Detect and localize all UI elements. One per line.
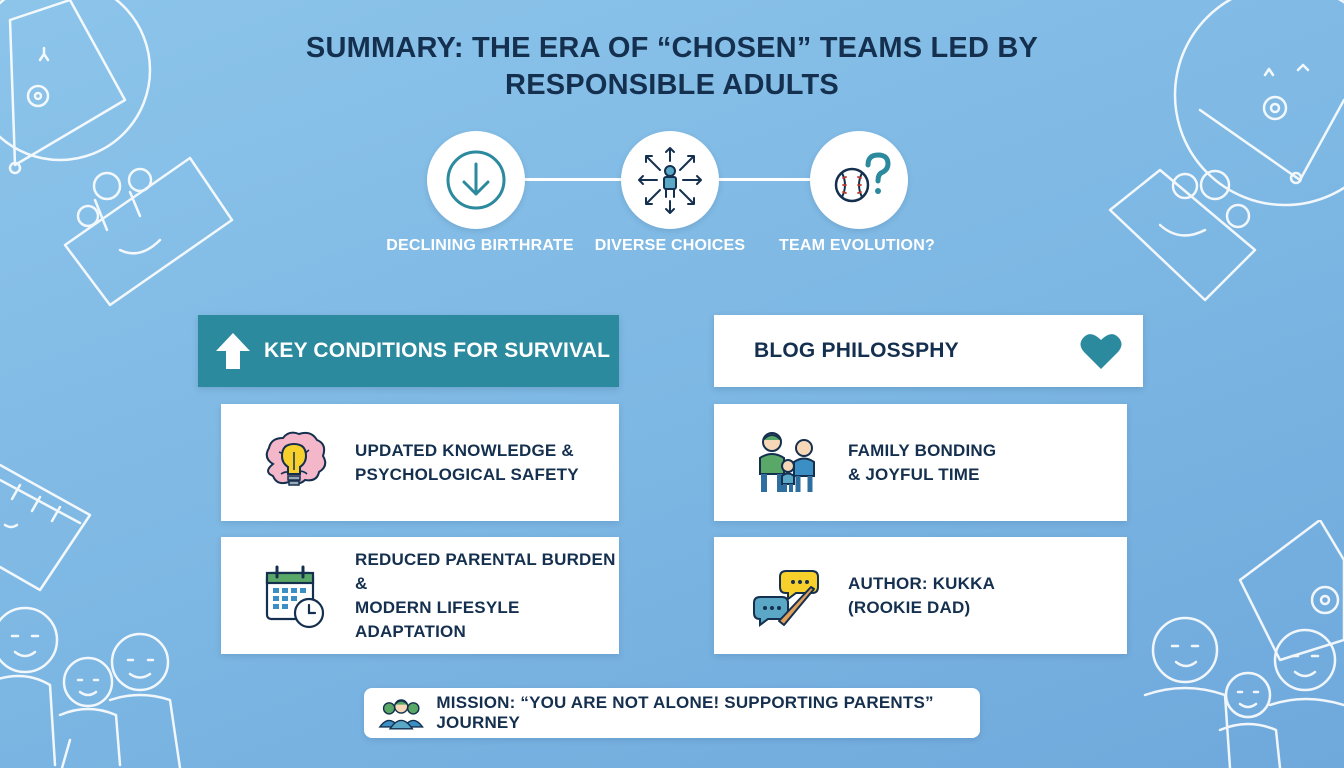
decor-bottom-left xyxy=(0,606,182,768)
group-icon xyxy=(378,699,424,730)
baseball-question-icon xyxy=(834,152,891,203)
chat-bat-icon xyxy=(753,569,819,627)
step-label-team-evolution: TEAM EVOLUTION? xyxy=(779,237,935,254)
philosophy-text-family: FAMILY BONDING & JOYFUL TIME xyxy=(848,439,996,487)
calendar-clock-icon xyxy=(265,565,325,628)
philosophy-family-line-2: & JOYFUL TIME xyxy=(848,464,980,484)
heart-icon xyxy=(1080,334,1122,369)
mission-text: MISSION: “YOU ARE NOT ALONE! SUPPORTING … xyxy=(436,693,934,732)
key-conditions-banner: KEY CONDITIONS FOR SURVIVAL xyxy=(198,315,619,387)
step-circle-diverse-choices xyxy=(621,131,719,229)
philosophy-author-line-1: AUTHOR: KUKKA xyxy=(848,573,996,593)
condition-card-burden: REDUCED PARENTAL BURDEN & MODERN LIFESYL… xyxy=(221,537,619,654)
philosophy-card-family: FAMILY BONDING & JOYFUL TIME xyxy=(714,404,1127,521)
decor-top-left xyxy=(0,0,234,307)
brain-lightbulb-icon xyxy=(265,431,327,486)
step-label-declining-birthrate: DECLINING BIRTHRATE xyxy=(386,237,574,254)
step-connector-2 xyxy=(716,178,812,181)
family-icon xyxy=(759,431,815,492)
condition-knowledge-line-2: PSYCHOLOGICAL SAFETY xyxy=(355,464,579,484)
mission-banner: MISSION: “YOU ARE NOT ALONE! SUPPORTING … xyxy=(364,688,980,738)
title-line-1: SUMMARY: THE ERA OF “CHOSEN” TEAMS LED B… xyxy=(305,32,1039,64)
step-connector-1 xyxy=(524,178,624,181)
step-circle-team-evolution xyxy=(810,131,908,229)
decor-left-middle xyxy=(0,463,92,592)
condition-text-burden: REDUCED PARENTAL BURDEN & MODERN LIFESYL… xyxy=(355,548,619,644)
blog-philosophy-heading: BLOG PHILOSSPHY xyxy=(754,339,959,362)
condition-knowledge-line-1: UPDATED KNOWLEDGE & xyxy=(355,440,574,460)
key-conditions-heading: KEY CONDITIONS FOR SURVIVAL xyxy=(264,339,611,362)
philosophy-family-line-1: FAMILY BONDING xyxy=(848,440,997,460)
decor-bottom-right xyxy=(1143,520,1344,768)
philosophy-author-line-2: (ROOKIE DAD) xyxy=(848,597,971,617)
blog-philosophy-banner: BLOG PHILOSSPHY xyxy=(714,315,1143,387)
down-arrow-icon xyxy=(446,150,506,210)
step-label-diverse-choices: DIVERSE CHOICES xyxy=(594,237,746,254)
title-line-2: RESPONSIBLE ADULTS xyxy=(505,69,839,101)
decor-top-right xyxy=(1108,0,1344,302)
condition-text-knowledge: UPDATED KNOWLEDGE & PSYCHOLOGICAL SAFETY xyxy=(355,439,579,487)
page-title: SUMMARY: THE ERA OF “CHOSEN” TEAMS LED B… xyxy=(272,30,1072,104)
step-circle-declining-birthrate xyxy=(427,131,525,229)
player-arrows-icon xyxy=(638,147,702,214)
condition-burden-line-2: MODERN LIFESYLE ADAPTATION xyxy=(355,597,520,641)
philosophy-card-author: AUTHOR: KUKKA (ROOKIE DAD) xyxy=(714,537,1127,654)
up-arrow-icon xyxy=(216,333,250,369)
condition-burden-line-1: REDUCED PARENTAL BURDEN & xyxy=(355,549,616,593)
condition-card-knowledge: UPDATED KNOWLEDGE & PSYCHOLOGICAL SAFETY xyxy=(221,404,619,521)
philosophy-text-author: AUTHOR: KUKKA (ROOKIE DAD) xyxy=(848,572,995,620)
